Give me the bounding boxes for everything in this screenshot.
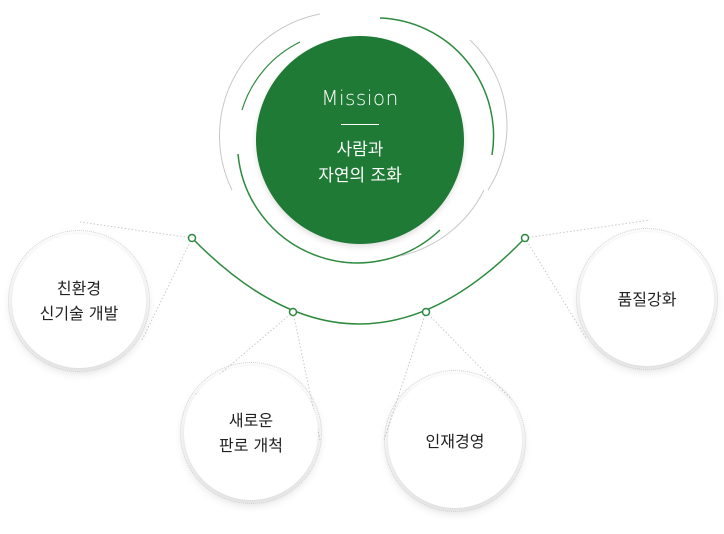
outer-ring-arc-inner bbox=[241, 41, 301, 111]
mission-circle: Mission 사람과 자연의 조화 bbox=[256, 36, 464, 244]
node-eco bbox=[187, 233, 197, 243]
value-talent-management: 인재경영 bbox=[384, 370, 526, 512]
leader-eco-top bbox=[79, 221, 193, 239]
outer-ring-arc-bottom bbox=[237, 153, 441, 264]
mission-divider bbox=[341, 123, 379, 125]
connecting-arc bbox=[191, 237, 526, 325]
outer-ring-arc-bottom-right bbox=[399, 189, 485, 257]
outer-ring-arc-left bbox=[219, 13, 321, 191]
node-quality bbox=[520, 233, 530, 243]
value-halo bbox=[384, 370, 526, 512]
node-market bbox=[288, 307, 298, 317]
value-halo bbox=[180, 362, 322, 504]
node-talent bbox=[421, 307, 431, 317]
mission-title: Mission bbox=[321, 85, 399, 110]
leader-eco-bottom bbox=[141, 237, 193, 341]
outer-ring-arc-right bbox=[469, 39, 508, 191]
outer-ring-arc-top bbox=[379, 17, 495, 156]
leader-quality-top bbox=[524, 219, 651, 239]
mission-line-1: 사람과 bbox=[336, 139, 384, 160]
value-eco-tech: 친환경 신기술 개발 bbox=[8, 230, 150, 372]
value-halo bbox=[576, 228, 718, 370]
value-quality: 품질강화 bbox=[576, 228, 718, 370]
mission-line-2: 자연의 조화 bbox=[318, 165, 402, 186]
value-halo bbox=[8, 230, 150, 372]
value-new-market: 새로운 판로 개척 bbox=[180, 362, 322, 504]
leader-market-left bbox=[194, 311, 294, 396]
